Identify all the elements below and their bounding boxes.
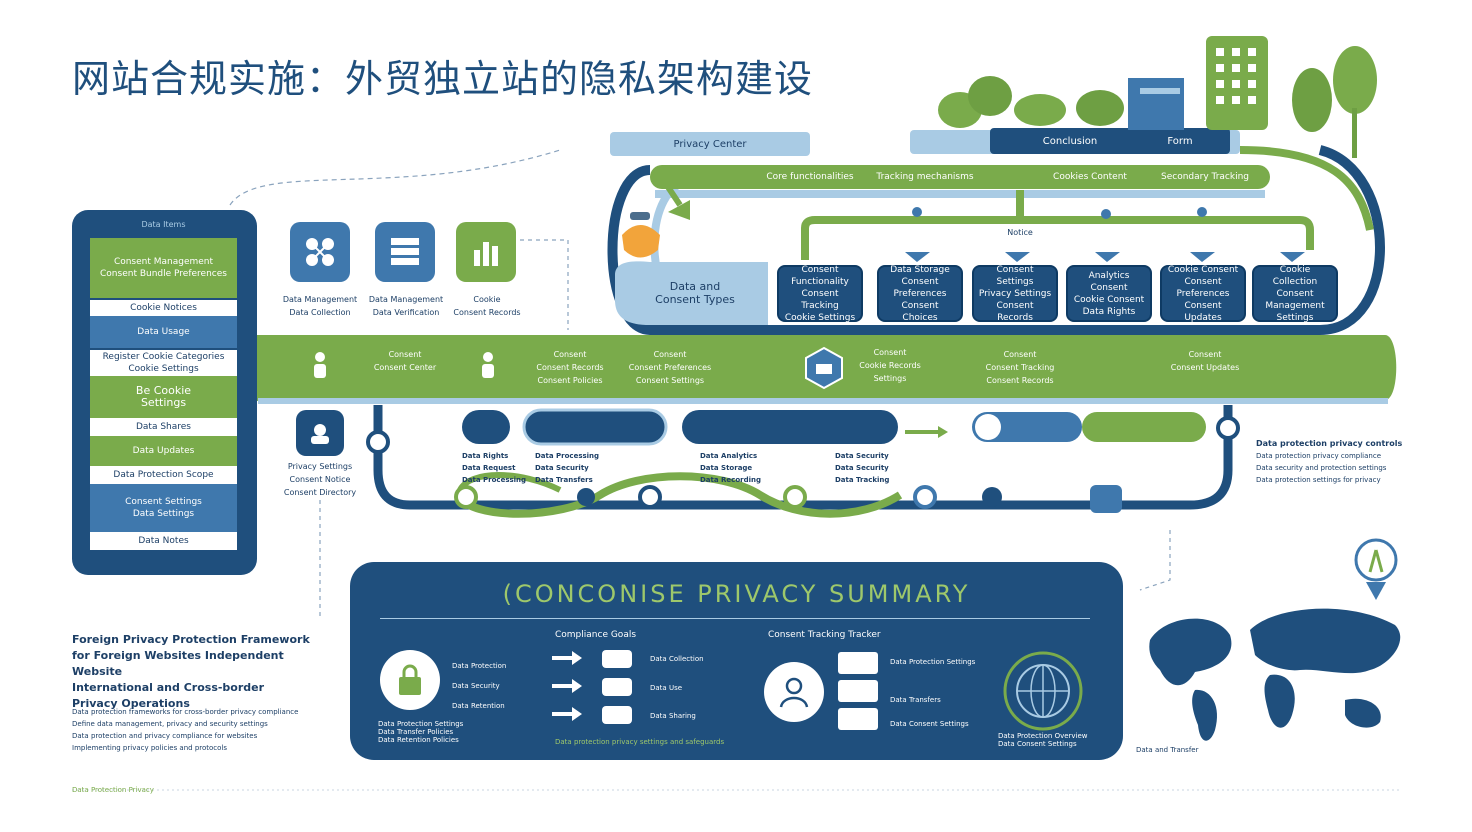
analytics-icon (456, 222, 516, 282)
map-label: Data and Transfer (1136, 746, 1199, 754)
band-label: Consent Cookie Records Settings (859, 348, 921, 383)
icon-label: Cookie Consent Records (453, 295, 521, 317)
left-note-body: Data protection frameworks for cross-bor… (72, 708, 299, 752)
col2-item: Data Transfers (890, 696, 941, 704)
network-icon (290, 222, 350, 282)
person-icon (478, 350, 498, 384)
lower-label: Data Security Data Security Data Trackin… (835, 452, 890, 484)
checklist-item (838, 708, 878, 730)
band-label: Consent Consent Preferences Consent Sett… (628, 350, 712, 385)
mobile-device: Data Items Consent Management Consent Bu… (72, 210, 257, 575)
phone-row: Cookie Notices (90, 300, 237, 316)
conclusion-label: Conclusion (1042, 136, 1098, 147)
phone-header: Data Items (141, 220, 186, 229)
data-box: Analytics Consent Cookie Consent Data Ri… (1066, 265, 1152, 322)
band-label: Consent Consent Updates (1170, 350, 1240, 372)
band-label: Consent Consent Tracking Consent Records (985, 350, 1055, 385)
phone-row: Be Cookie Settings (90, 376, 237, 418)
left-note-heading: Foreign Privacy Protection Framework for… (72, 633, 310, 710)
right-notes: Data protection privacy controls Data pr… (1256, 439, 1403, 484)
globe-icon (1003, 651, 1083, 731)
page-title: 网站合规实施：外贸独立站的隐私架构建设 (72, 57, 814, 101)
col1-heading: Compliance Goals (555, 630, 637, 640)
phone-row: Consent Management Consent Bundle Prefer… (90, 238, 237, 298)
strip-label: Secondary Tracking (1161, 172, 1249, 182)
col2-heading: Consent Tracking Tracker (768, 630, 881, 640)
person-icon (310, 350, 330, 384)
arrow-label: Data Protection (452, 662, 507, 670)
privacy-summary-panel: (CONCONISE PRIVACY SUMMARY Compliance Go… (350, 562, 1123, 760)
icon-label: Data Management Data Collection (282, 295, 358, 317)
arrow-target: Data Use (650, 684, 683, 692)
phone-row: Data Usage (90, 316, 237, 348)
footer-text: Data Protection Privacy (72, 786, 154, 794)
phone-row: Data Shares (90, 418, 237, 436)
icon-label: Data Management Data Verification (368, 295, 444, 317)
strip-label: Core functionalities (766, 172, 854, 182)
lower-label: Data Rights Data Request Data Processing (462, 452, 527, 484)
data-box: Cookie Consent Consent Preferences Conse… (1160, 265, 1246, 323)
strip-label: Cookies Content (1053, 172, 1127, 182)
arrow-label: Data Retention (452, 702, 505, 710)
user-profile-icon (764, 662, 824, 722)
arrow-target: Data Collection (650, 655, 704, 663)
arrow-target: Data Sharing (650, 712, 696, 720)
phone-row: Data Notes (90, 532, 237, 550)
lock-icon (380, 650, 440, 710)
col2-item: Data Consent Settings (890, 720, 969, 728)
form-label: Form (1167, 136, 1193, 147)
phone-row: Data Protection Scope (90, 466, 237, 484)
user-group-icon (296, 410, 344, 456)
server-icon (375, 222, 435, 282)
checklist-item (838, 652, 878, 674)
data-box: Cookie Collection Consent Management Set… (1252, 265, 1338, 323)
checklist-item (838, 680, 878, 702)
lower-label: Data Analytics Data Storage Data Recordi… (700, 452, 761, 484)
data-box: Consent Functionality Consent Tracking C… (777, 265, 863, 323)
shield-icon (802, 346, 846, 394)
data-box: Consent Settings Privacy Settings Consen… (972, 265, 1058, 323)
notice-label: Notice (1007, 228, 1033, 237)
col2-item: Data Protection Settings (890, 658, 976, 666)
phone-row: Data Updates (90, 436, 237, 466)
phone-row: Register Cookie Categories Cookie Settin… (90, 350, 237, 376)
strip-label: Tracking mechanisms (876, 172, 974, 182)
side-icon-label: Privacy Settings Consent Notice Consent … (283, 462, 357, 497)
summary-bottom-note: Data protection privacy settings and saf… (555, 738, 725, 746)
data-box: Data Storage Consent Preferences Consent… (877, 265, 963, 323)
band-label: Consent Consent Center (373, 350, 437, 372)
privacy-center-bar: Privacy Center (673, 139, 747, 150)
globe-note: Data Protection Overview Data Consent Se… (998, 732, 1088, 748)
arrow-flow (552, 650, 632, 724)
lock-text: Data Protection Settings Data Transfer P… (378, 720, 464, 744)
band-label: Consent Consent Records Consent Policies (536, 350, 604, 385)
summary-title: (CONCONISE PRIVACY SUMMARY (502, 580, 971, 608)
lower-label: Data Processing Data Security Data Trans… (535, 452, 600, 484)
arrow-label: Data Security (452, 682, 500, 690)
phone-row: Consent Settings Data Settings (90, 484, 237, 532)
